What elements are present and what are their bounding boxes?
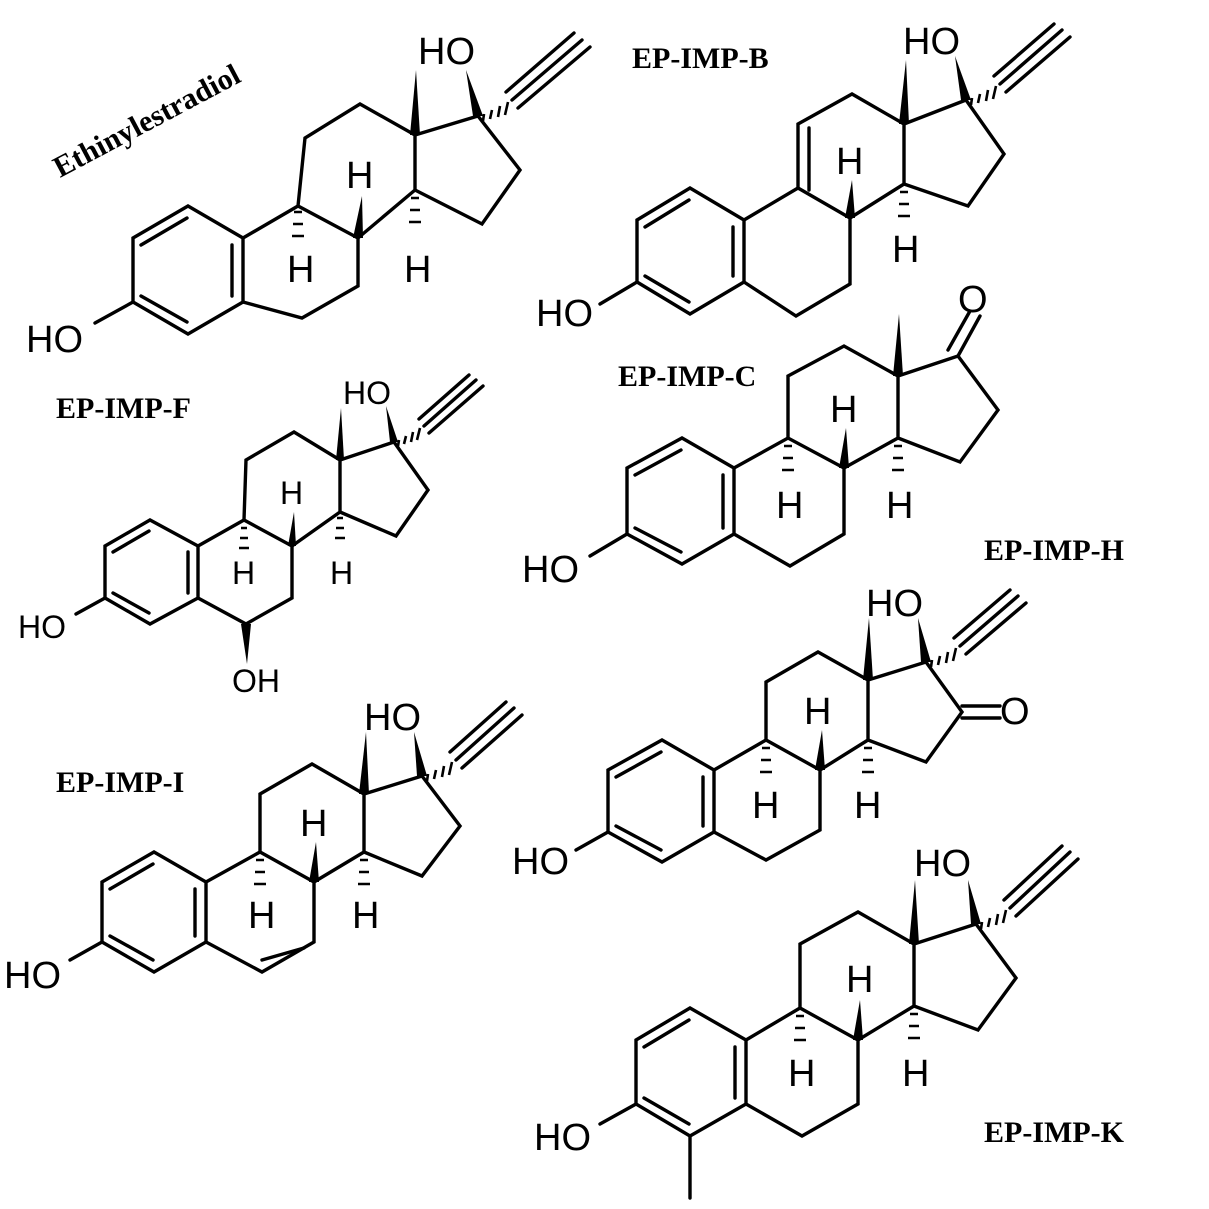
- molecule-ep-imp-c: EP-IMP-C O HO H H H: [522, 279, 1001, 591]
- molecule-ep-imp-f: EP-IMP-F HO OH HO H H H: [18, 373, 485, 699]
- atom-label-h: H: [836, 141, 863, 183]
- molecule-ep-imp-h: EP-IMP-H O HO HO H H H: [512, 534, 1124, 883]
- atom-label-h: H: [776, 485, 803, 527]
- atom-label-oh: OH: [232, 663, 280, 699]
- label-ethinylestradiol: Ethinylestradiol: [48, 58, 246, 184]
- atom-label-ho: HO: [4, 955, 61, 997]
- atom-label-ho: HO: [522, 549, 579, 591]
- label-ep-imp-f: EP-IMP-F: [56, 392, 191, 425]
- atom-label-h: H: [300, 803, 327, 845]
- label-ep-imp-h: EP-IMP-H: [984, 534, 1124, 567]
- atom-label-o: O: [958, 279, 988, 321]
- label-ep-imp-k: EP-IMP-K: [984, 1116, 1125, 1149]
- atom-label-ho: HO: [512, 841, 569, 883]
- atom-label-h: H: [886, 485, 913, 527]
- atom-label-h: H: [248, 895, 275, 937]
- atom-label-o: O: [1000, 691, 1030, 733]
- atom-label-ho: HO: [18, 609, 66, 645]
- atom-label-h: H: [232, 555, 255, 591]
- atom-label-h: H: [854, 785, 881, 827]
- atom-label-ho: HO: [364, 697, 421, 739]
- molecule-ep-imp-b: EP-IMP-B HO HO H H: [536, 21, 1072, 335]
- atom-label-h: H: [846, 959, 873, 1001]
- atom-label-h: H: [830, 389, 857, 431]
- molecule-ethinylestradiol: Ethinylestradiol HO HO H H H: [26, 31, 592, 361]
- label-ep-imp-i: EP-IMP-I: [56, 766, 184, 799]
- atom-label-ho: HO: [866, 583, 923, 625]
- atom-label-h: H: [330, 555, 353, 591]
- atom-label-ho: HO: [26, 319, 83, 361]
- atom-label-h: H: [902, 1053, 929, 1095]
- molecule-ep-imp-i: EP-IMP-I HO HO H H H: [4, 697, 524, 997]
- atom-label-ho: HO: [343, 375, 391, 411]
- atom-label-h: H: [404, 249, 431, 291]
- atom-label-h: H: [752, 785, 779, 827]
- atom-label-h: H: [287, 249, 314, 291]
- atom-label-h: H: [346, 155, 373, 197]
- molecule-ep-imp-k: EP-IMP-K HO HO H H H: [534, 843, 1125, 1200]
- atom-label-h: H: [804, 691, 831, 733]
- atom-label-h: H: [280, 475, 303, 511]
- label-ep-imp-c: EP-IMP-C: [618, 360, 756, 393]
- atom-label-h: H: [352, 895, 379, 937]
- atom-label-ho: HO: [536, 293, 593, 335]
- atom-label-h: H: [788, 1053, 815, 1095]
- label-ep-imp-b: EP-IMP-B: [632, 42, 769, 75]
- atom-label-ho: HO: [903, 21, 960, 63]
- atom-label-ho: HO: [418, 31, 475, 73]
- atom-label-h: H: [892, 229, 919, 271]
- atom-label-ho: HO: [914, 843, 971, 885]
- atom-label-ho: HO: [534, 1117, 591, 1159]
